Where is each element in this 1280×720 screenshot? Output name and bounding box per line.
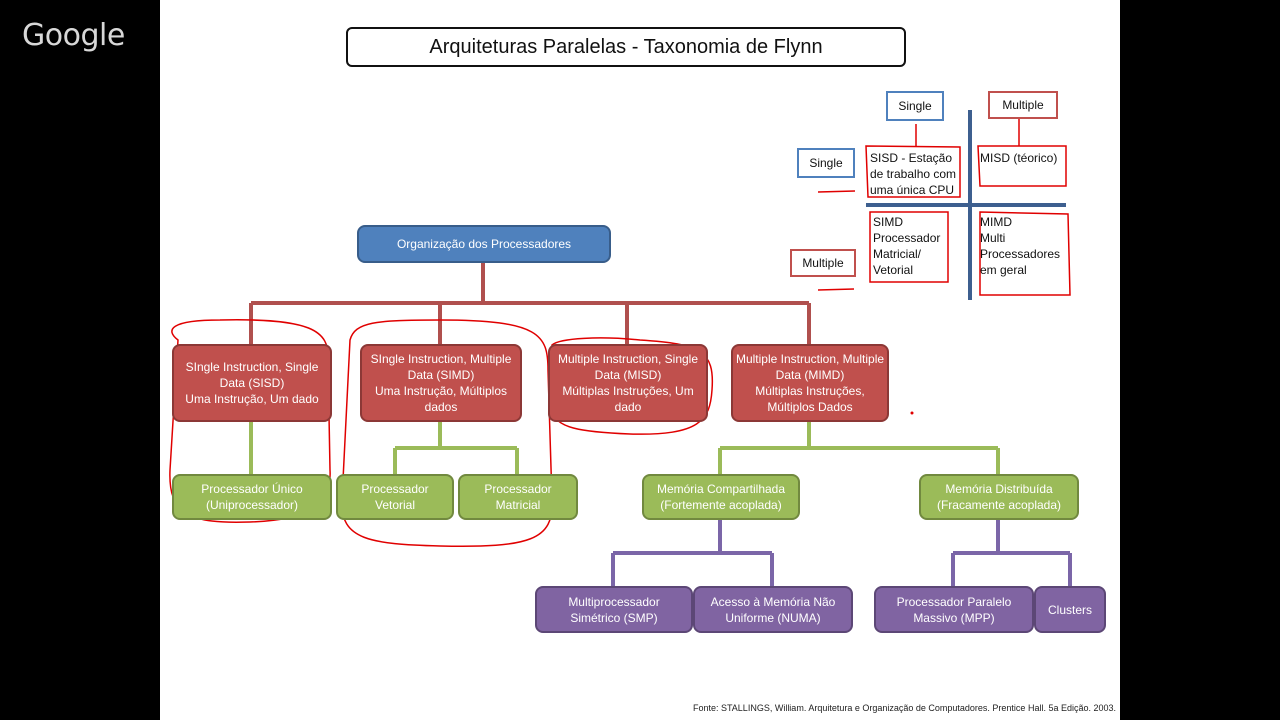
category-misd: Multiple Instruction, Single Data (MISD)…	[548, 344, 708, 422]
category-simd: SIngle Instruction, Multiple Data (SIMD)…	[360, 344, 522, 422]
annotation-box-simd	[869, 211, 949, 283]
quadrant-cell-mimd: MIMD Multi Processadores em geral	[980, 215, 1061, 277]
annotation-underline-multiple-row	[817, 288, 855, 291]
node-clusters: Clusters	[1034, 586, 1106, 633]
category-sisd: SIngle Instruction, Single Data (SISD) U…	[172, 344, 332, 422]
annotation-dot	[910, 411, 914, 415]
annotation-box-misd	[977, 145, 1067, 187]
annotation-circle-misd	[551, 337, 714, 435]
annotation-box-mimd	[979, 211, 1071, 296]
quadrant-row-multiple: Multiple	[790, 249, 856, 277]
node-processador-vetorial: Processador Vetorial	[336, 474, 454, 520]
quadrant-col-single: Single	[886, 91, 944, 121]
quadrant-cell-sisd: SISD - Estação de trabalho com uma única…	[870, 151, 957, 197]
slide-title: Arquiteturas Paralelas - Taxonomia de Fl…	[346, 27, 906, 67]
source-footnote: Fonte: STALLINGS, William. Arquitetura e…	[692, 703, 1116, 713]
quadrant-row-single: Single	[797, 148, 855, 178]
annotation-box-sisd	[865, 145, 961, 198]
quadrant-cell-simd: SIMD Processador Matricial/ Vetorial	[873, 215, 941, 277]
connector-lines	[169, 110, 1072, 587]
root-node: Organização dos Processadores	[357, 225, 611, 263]
quadrant-col-multiple: Multiple	[988, 91, 1058, 119]
node-smp: Multiprocessador Simétrico (SMP)	[535, 586, 693, 633]
node-mpp: Processador Paralelo Massivo (MPP)	[874, 586, 1034, 633]
quadrant-cell-misd: MISD (téorico)	[980, 151, 1058, 165]
node-memoria-compartilhada: Memória Compartilhada (Fortemente acopla…	[642, 474, 800, 520]
node-uniprocessador: Processador Único (Uniprocessador)	[172, 474, 332, 520]
slide: Arquiteturas Paralelas - Taxonomia de Fl…	[160, 0, 1120, 720]
node-numa: Acesso à Memória Não Uniforme (NUMA)	[693, 586, 853, 633]
category-mimd: Multiple Instruction, Multiple Data (MIM…	[731, 344, 889, 422]
node-memoria-distribuida: Memória Distribuída (Fracamente acoplada…	[919, 474, 1079, 520]
annotation-underline-single-row	[817, 190, 856, 193]
google-logo: Google	[22, 18, 125, 53]
node-processador-matricial: Processador Matricial	[458, 474, 578, 520]
